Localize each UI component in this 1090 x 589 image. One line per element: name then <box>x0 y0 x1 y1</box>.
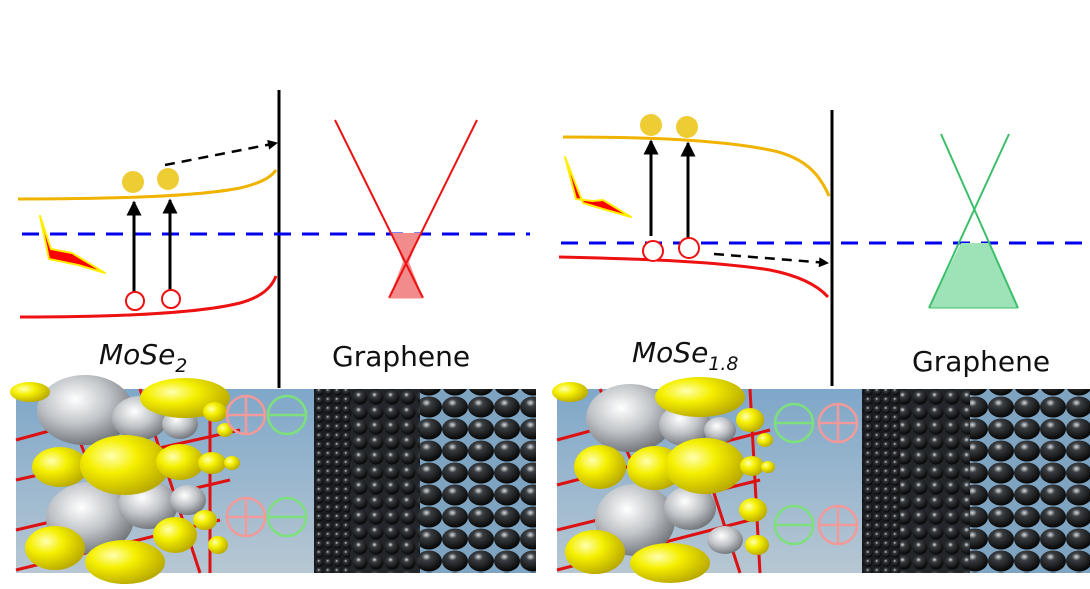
minus-charge-icon <box>773 504 815 546</box>
material-label-right: MoSe1.8 <box>632 336 739 375</box>
electron-dot-icon <box>676 116 698 138</box>
dirac-cone-line <box>388 119 478 299</box>
electron-dot-icon <box>157 168 179 190</box>
graphene-render-right <box>862 389 1090 573</box>
valence-band <box>19 275 278 319</box>
se-atoms <box>10 378 240 584</box>
electron-dot-icon <box>640 114 662 136</box>
material-name: MoSe <box>632 336 709 369</box>
graphene-cone-left <box>334 119 478 299</box>
transfer-arrow <box>164 139 278 167</box>
hole-circle-icon <box>678 237 700 259</box>
band-diagram-right <box>558 110 1090 386</box>
dirac-cone-line <box>334 119 424 299</box>
plus-charge-icon <box>225 394 267 436</box>
plus-charge-icon <box>225 496 267 538</box>
graphene-cone-right <box>928 133 1019 309</box>
band-diagram-left <box>17 90 530 388</box>
hole-circle-icon <box>161 289 181 309</box>
conduction-band <box>562 135 831 197</box>
valence-band <box>558 255 830 299</box>
render-left <box>10 375 314 584</box>
substrate-label-left: Graphene <box>332 340 471 373</box>
minus-charge-icon <box>266 496 308 538</box>
transfer-arrow <box>713 252 829 268</box>
material-label-left: MoSe2 <box>99 338 187 377</box>
material-subscript: 2 <box>175 355 188 377</box>
plus-charge-icon <box>817 504 859 546</box>
hole-circle-icon <box>125 291 145 311</box>
material-name: MoSe <box>99 338 176 371</box>
graphene-render-left <box>314 389 536 573</box>
plus-charge-icon <box>817 402 859 444</box>
conduction-band <box>17 169 278 201</box>
minus-charge-icon <box>773 402 815 444</box>
material-subscript: 1.8 <box>708 353 739 375</box>
light-bolt-icon <box>564 156 632 218</box>
dirac-cone-line <box>928 133 1010 309</box>
light-bolt-icon <box>39 215 106 274</box>
se-atoms <box>552 377 775 583</box>
render-right <box>552 377 862 583</box>
dirac-cone-line <box>940 133 1019 309</box>
minus-charge-icon <box>266 394 308 436</box>
hole-circle-icon <box>642 240 664 262</box>
substrate-label-right: Graphene <box>912 345 1051 378</box>
electron-dot-icon <box>122 171 144 193</box>
